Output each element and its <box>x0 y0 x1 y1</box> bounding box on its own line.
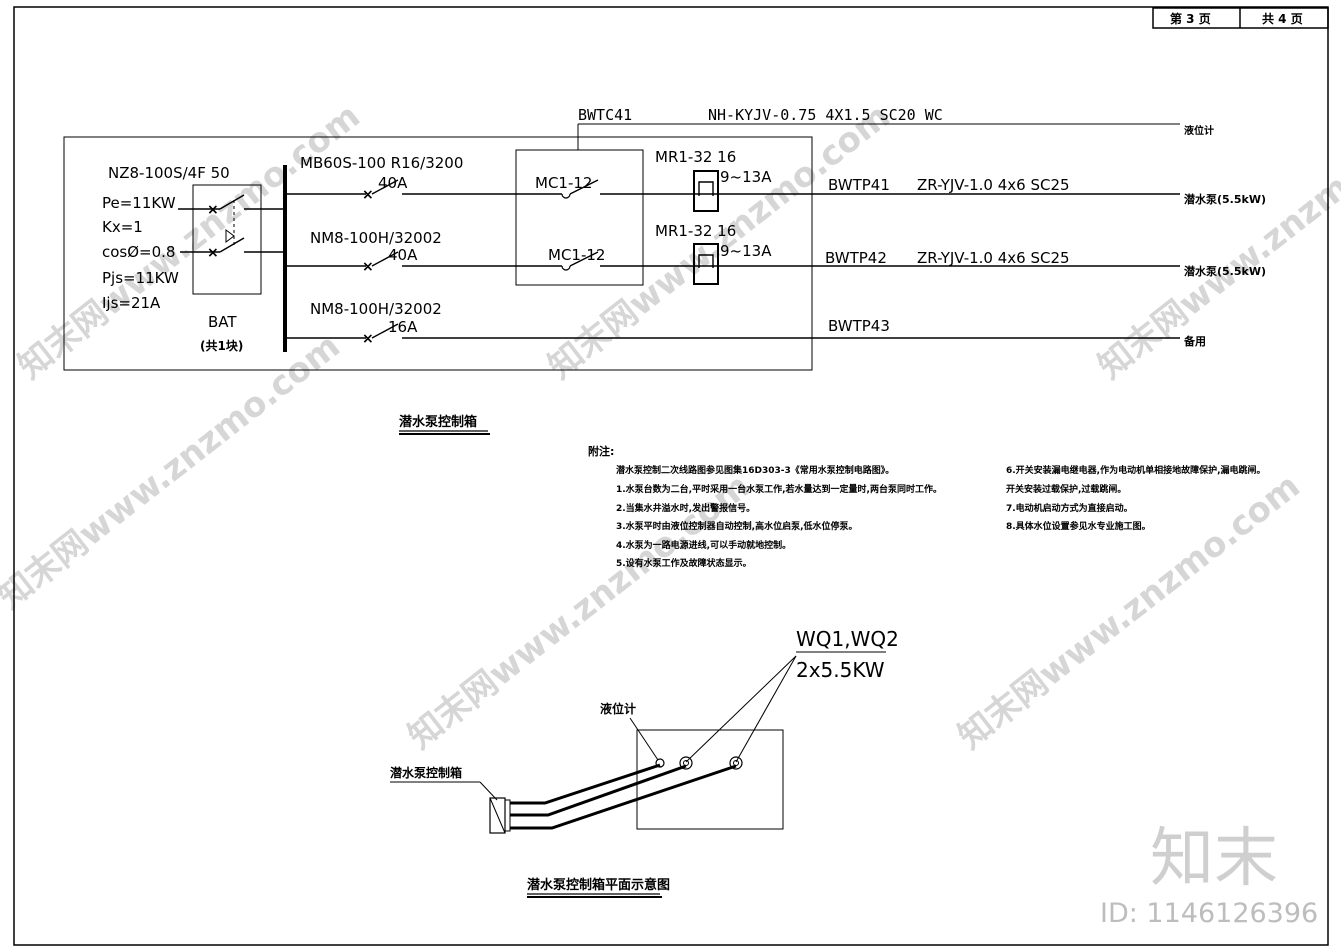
control-cable-spec: NH-KYJV-0.75 4X1.5 SC20 WC <box>708 106 943 124</box>
breaker-2-model: NM8-100H/32002 <box>310 229 442 247</box>
relay-2-range: 9~13A <box>720 242 772 260</box>
note-right-3: 8.具体水位设置参见水专业施工图。 <box>1006 520 1151 532</box>
note-left-3: 3.水泵平时由液位控制器自动控制,高水位启泵,低水位停泵。 <box>616 520 858 532</box>
note-left-5: 5.设有水泵工作及故障状态显示。 <box>616 557 752 569</box>
param-pe: Pe=11KW <box>102 194 176 212</box>
cable-1-dest: 潜水泵(5.5kW) <box>1184 192 1266 206</box>
brand-watermark: 知末 <box>1150 822 1278 896</box>
circuit-1: MB60S-100 R16/3200 40A × MC1-12 MR1-32 1… <box>285 148 1266 212</box>
pump-2-point <box>729 756 743 770</box>
level-meter-point <box>655 758 665 768</box>
breaker-2-rating: 40A <box>388 246 418 264</box>
svg-text:×: × <box>207 245 219 261</box>
pump-power: 2x5.5KW <box>796 658 885 682</box>
svg-text:×: × <box>207 202 219 218</box>
param-cos: cosØ=0.8 <box>102 243 175 261</box>
drawing-frame <box>13 6 1329 946</box>
level-meter-dest-label: 液位计 <box>1184 124 1214 137</box>
breaker-3-model: NM8-100H/32002 <box>310 300 442 318</box>
contactor-1-model: MC1-12 <box>535 174 592 192</box>
breaker-1-model: MB60S-100 R16/3200 <box>300 154 463 172</box>
breaker-3-rating: 16A <box>388 318 418 336</box>
title-block: 第 3 页 共 4 页 <box>1152 7 1329 29</box>
circuit-3: NM8-100H/32002 16A × BWTP43 备用 <box>285 300 1206 348</box>
control-cable-code: BWTC41 <box>578 106 632 124</box>
page-total: 共 4 页 <box>1262 11 1303 26</box>
plan-title: 潜水泵控制箱平面示意图 <box>527 877 670 893</box>
id-watermark: ID: 1146126396 <box>1100 898 1318 929</box>
note-left-4: 4.水泵为一路电源进线,可以手动就地控制。 <box>616 539 791 551</box>
page-current: 第 3 页 <box>1170 11 1211 26</box>
note-right-0: 6.开关安装漏电继电器,作为电动机单相接地故障保护,漏电跳闸。 <box>1006 464 1266 476</box>
param-ijs: Ijs=21A <box>102 294 161 312</box>
contactor-box <box>515 149 644 286</box>
contactor-2-model: MC1-12 <box>548 246 605 264</box>
svg-text:×: × <box>362 259 374 275</box>
plan-box-label: 潜水泵控制箱 <box>390 765 462 780</box>
relay-2-model: MR1-32 16 <box>655 222 736 240</box>
param-kx: Kx=1 <box>102 218 143 236</box>
pump-1-point <box>679 756 693 770</box>
distribution-box-outline <box>63 136 813 371</box>
svg-text:×: × <box>362 331 374 347</box>
bat-label: BAT <box>208 313 237 331</box>
note-left-0: 潜水泵控制二次线路图参见图集16D303-3《常用水泵控制电路图》。 <box>616 464 894 476</box>
watermark-layer: 知末网www.znzmo.com 知末网www.znzmo.com 知末网www… <box>0 96 1341 757</box>
notes: 附注: 潜水泵控制二次线路图参见图集16D303-3《常用水泵控制电路图》。 1… <box>588 444 1266 569</box>
sump-pit <box>636 729 784 830</box>
cable-2-code: BWTP42 <box>825 249 887 267</box>
cable-2-spec: ZR-YJV-1.0 4x6 SC25 <box>917 249 1070 267</box>
note-left-1: 1.水泵台数为二台,平时采用一台水泵工作,若水量达到一定量时,两台泵同时工作。 <box>616 483 942 495</box>
cable-2-dest: 潜水泵(5.5kW) <box>1184 264 1266 278</box>
plan-diagram: WQ1,WQ2 2x5.5KW 液位计 潜水泵控制箱 潜水泵控制箱平面示意图 <box>390 627 899 898</box>
cable-1-spec: ZR-YJV-1.0 4x6 SC25 <box>917 176 1070 194</box>
incoming-switch-model: NZ8-100S/4F 50 <box>108 164 230 182</box>
note-right-2: 7.电动机启动方式为直接启动。 <box>1006 502 1133 514</box>
relay-1-range: 9~13A <box>720 168 772 186</box>
svg-text:×: × <box>362 187 374 203</box>
cable-3-code: BWTP43 <box>828 317 890 335</box>
note-left-2: 2.当集水井溢水时,发出警报信号。 <box>616 502 755 514</box>
incoming-switch: NZ8-100S/4F 50 × × Pe=11KW Kx=1 cosØ=0.8… <box>102 164 284 353</box>
bat-note: (共1块) <box>200 338 243 353</box>
cable-1-code: BWTP41 <box>828 176 890 194</box>
control-cable: BWTC41 NH-KYJV-0.75 4X1.5 SC20 WC 液位计 <box>577 106 1214 150</box>
notes-heading: 附注: <box>588 444 614 458</box>
watermark-text: 知末网www.znzmo.com <box>1091 96 1341 387</box>
level-meter-label: 液位计 <box>600 701 636 716</box>
box-title: 潜水泵控制箱 <box>399 414 477 430</box>
note-right-1: 开关安装过载保护,过载跳闸。 <box>1006 483 1126 495</box>
relay-1-model: MR1-32 16 <box>655 148 736 166</box>
cable-3-dest: 备用 <box>1183 334 1206 348</box>
pump-label: WQ1,WQ2 <box>796 627 899 651</box>
param-pjs: Pjs=11KW <box>102 269 179 287</box>
circuit-2: NM8-100H/32002 40A × MC1-12 MR1-32 16 9~… <box>285 222 1266 285</box>
